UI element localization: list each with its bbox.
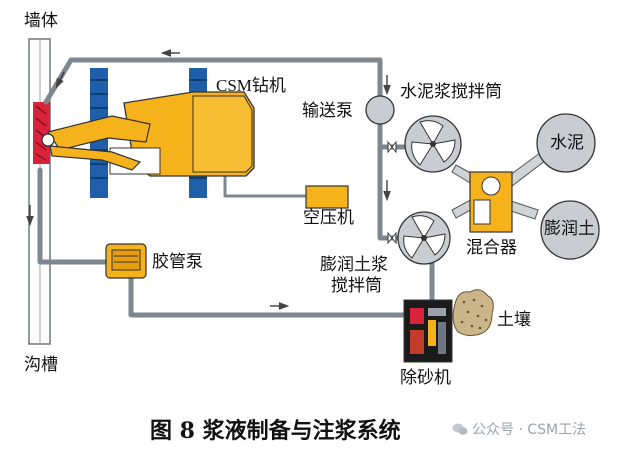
arrows	[26, 49, 391, 310]
label-cement-mixer: 水泥浆搅拌筒	[400, 82, 502, 102]
hose-pump	[105, 243, 147, 279]
label-compressor: 空压机	[303, 208, 354, 228]
label-bentonite-mixer-line2: 搅拌筒	[331, 276, 382, 296]
mixer-unit	[469, 171, 513, 233]
valves	[387, 140, 397, 245]
desander	[403, 299, 453, 363]
cement-silo	[536, 113, 596, 173]
bentonite-silo	[540, 200, 600, 260]
wall-cut-red	[33, 102, 50, 164]
label-hose-pump: 胶管泵	[152, 252, 203, 272]
pipe-trench-to-hose-pump	[37, 167, 109, 265]
label-mixer: 混合器	[466, 238, 517, 258]
pipe-pump-down	[377, 121, 401, 241]
delivery-pump	[365, 95, 395, 125]
figure-caption: 图 8 浆液制备与注浆系统	[150, 418, 401, 444]
csm-rig	[41, 68, 255, 198]
label-wall: 墙体	[24, 11, 58, 31]
air-compressor	[305, 185, 349, 209]
label-delivery-pump: 输送泵	[302, 101, 353, 121]
label-cement: 水泥	[550, 133, 584, 153]
label-trench: 沟槽	[24, 355, 58, 375]
pipe-compressor	[223, 168, 308, 198]
cement-slurry-mixer	[404, 115, 462, 173]
bentonite-slurry-mixer	[397, 211, 451, 265]
label-bentonite: 膨润土	[544, 219, 595, 239]
soil-pile	[452, 289, 494, 337]
pipe-network	[37, 57, 435, 318]
watermark: 公众号 · CSM工法	[452, 419, 586, 439]
watermark-text: 公众号 · CSM工法	[472, 422, 587, 438]
label-csm-rig: CSM钻机	[216, 76, 286, 95]
label-soil: 土壤	[497, 310, 531, 330]
label-desander: 除砂机	[400, 368, 451, 388]
wechat-icon	[452, 423, 468, 435]
label-bentonite-mixer-line1: 膨润土浆	[320, 255, 388, 275]
pipe-hose-pump-to-desander	[128, 259, 413, 318]
